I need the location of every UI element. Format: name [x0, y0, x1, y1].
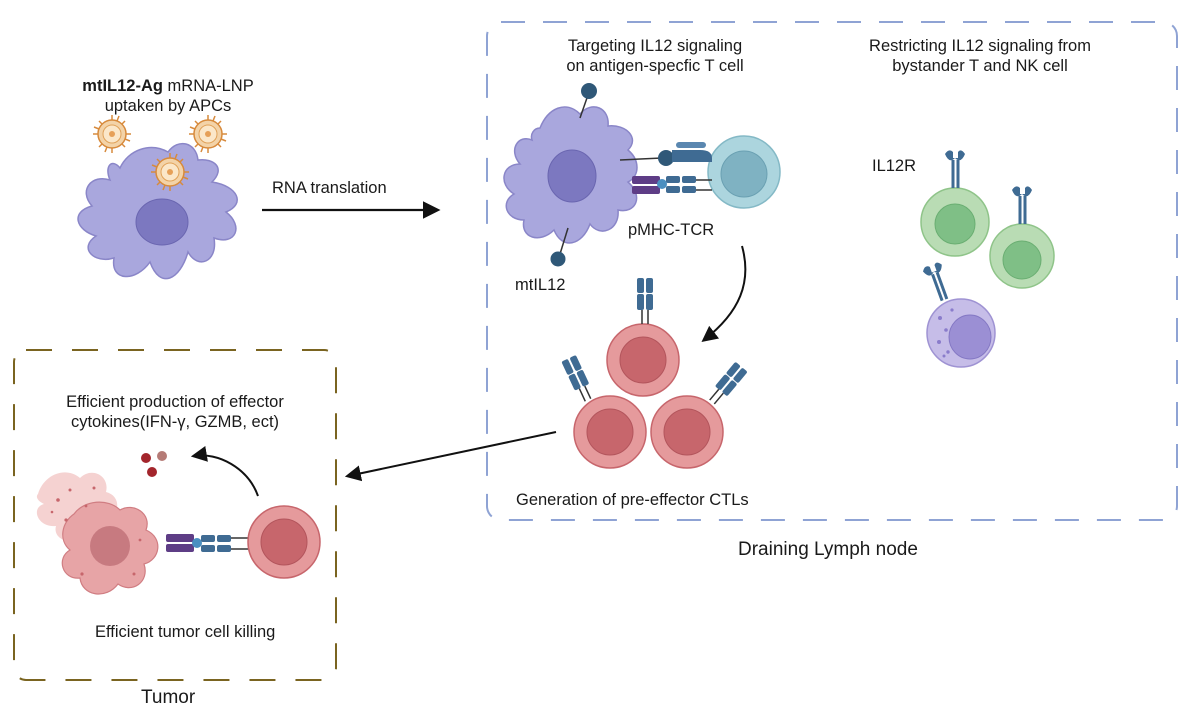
lnp-particle-icon: [92, 114, 132, 154]
tumor-killing-label: Efficient tumor cell killing: [95, 623, 276, 641]
apc-label-rest: mRNA-LNP: [162, 77, 254, 95]
il12-ball-icon: [550, 251, 566, 267]
targeting-label: Targeting IL12 signaling on antigen-spec…: [520, 36, 790, 76]
restricting-label: Restricting IL12 signaling from bystande…: [830, 36, 1130, 76]
il12-ball-icon: [658, 150, 674, 166]
pmhc-tcr-label: pMHC-TCR: [628, 221, 715, 239]
restricting-line1: Restricting IL12 signaling from: [869, 37, 1091, 55]
activation-arrow: [701, 245, 747, 342]
ctl-cell-icon: [606, 323, 680, 397]
cytokine-dot: [141, 453, 151, 463]
bystander-t-cell-icon: [920, 187, 990, 257]
apc-label-line2: uptaken by APCs: [104, 97, 232, 115]
il12-ball-icon: [581, 83, 597, 99]
cytokine-dot: [157, 451, 167, 461]
apc-label: mtIL12-Ag mRNA-LNP uptaken by APCs: [48, 76, 288, 116]
t-cell-icon: [707, 135, 781, 209]
tcr-receptor-icon: [166, 534, 250, 552]
apc-cell-icon: [503, 106, 638, 244]
efficient-line2: cytokines(IFN-γ, GZMB, ect): [70, 413, 280, 431]
tcr-receptor-icon: [632, 176, 712, 194]
il12r-label: IL12R: [872, 157, 917, 175]
generation-label: Generation of pre-effector CTLs: [516, 491, 749, 509]
restricting-line2: bystander T and NK cell: [892, 57, 1068, 75]
efficient-line1: Efficient production of effector: [66, 393, 284, 411]
targeting-line1: Targeting IL12 signaling: [567, 37, 743, 55]
targeting-line2: on antigen-specfic T cell: [566, 57, 744, 75]
apc-label-bold: mtIL12-Ag: [82, 77, 163, 95]
tcr-receptor-icon: [636, 277, 654, 325]
tumor-title: Tumor: [141, 687, 196, 708]
rna-translation-label: RNA translation: [272, 179, 387, 197]
ctl-cell-icon: [247, 505, 321, 579]
il12r-receptor-icon: [1010, 184, 1034, 226]
nk-cell-icon: [926, 298, 996, 368]
efficient-production-label: Efficient production of effector cytokin…: [30, 392, 320, 432]
tumor-cell-icon: [36, 472, 159, 595]
il12r-receptor-icon: [943, 148, 967, 190]
cytokine-dot: [147, 467, 157, 477]
secretion-arrow: [190, 446, 259, 497]
migration-arrow: [344, 431, 557, 482]
lnp-particle-icon: [188, 114, 228, 154]
il12r-receptor-icon: [920, 259, 955, 305]
mtil12-label: mtIL12: [515, 276, 566, 294]
ctl-cell-icon: [573, 395, 647, 469]
apc-cell-icon: [77, 142, 238, 280]
ctl-cell-icon: [650, 395, 724, 469]
bystander-t-cell-icon: [989, 223, 1055, 289]
tcr-receptor-icon: [560, 354, 597, 405]
lymph-node-title: Draining Lymph node: [738, 539, 918, 560]
tcr-receptor-icon: [705, 360, 749, 408]
tumor-box: [13, 349, 337, 681]
